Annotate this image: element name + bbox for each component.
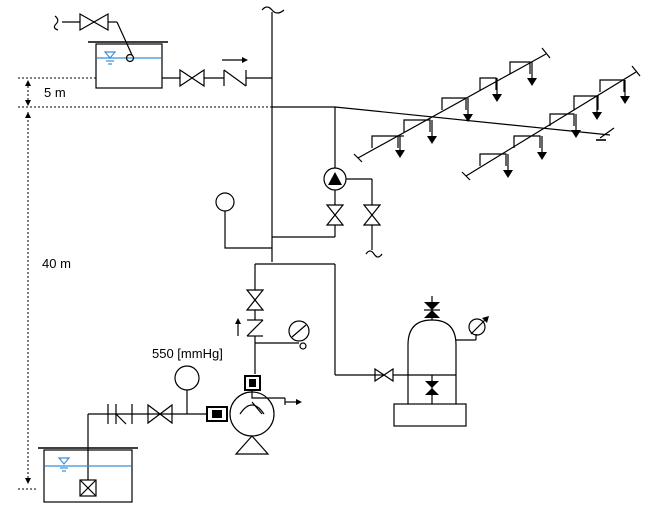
float-ball-icon [125,53,135,63]
riser-pressure-gauge [215,192,272,249]
sprinkler-head-icon [573,95,602,120]
tank-top-valve-icon [424,302,440,310]
main-riser [261,6,285,262]
tank-bottom-valve-icon [425,381,439,388]
lower-header [254,263,375,376]
gate-valve-icon [245,289,265,301]
discharge-gauge-icon [288,320,310,342]
supply-inlet [53,12,117,32]
suction-valve-icon [147,403,161,425]
water-level-icon [57,457,71,465]
pressure-switch-icon [468,318,486,336]
height-dimension-40m: 40 m [25,112,71,484]
height-dimension-5m: 5 m [25,80,66,106]
sprinkler-head-icon [549,113,581,138]
pressure-gauge-icon [215,192,235,212]
sprinkler-network [272,47,641,181]
booster-branch [272,107,383,258]
reference-lines [18,77,330,490]
sprinkler-head-icon [513,135,547,160]
sprinkler-head-icon [441,97,473,122]
tank-inlet-valve-icon [374,367,386,383]
upper-tank-outlet [162,57,272,88]
sprinkler-head-icon [509,61,537,86]
main-pump [206,375,302,455]
upper-tank [88,21,168,89]
height-label-5m: 5 m [44,85,66,100]
valve-icon [362,204,382,216]
discharge-valves [235,289,310,374]
water-level-icon [103,51,117,59]
lower-tank [38,447,138,503]
sprinkler-head-icon [599,79,630,104]
sprinkler-head-icon [403,119,437,144]
vacuum-gauge-icon [174,365,200,391]
valve-icon [325,204,345,216]
vacuum-pressure-label: 550 [mmHg] [152,346,223,361]
foot-valve-icon [79,479,97,497]
suction-line: 550 [mmHg] [87,346,223,480]
inlet-valve-left-icon [79,12,96,32]
sprinkler-head-icon [479,77,502,102]
pressure-tank [374,296,489,427]
sprinkler-head-icon [371,135,405,158]
sprinkler-head-icon [479,153,513,178]
height-label-40m: 40 m [42,256,71,271]
inlet-valve-right-icon [92,12,109,32]
